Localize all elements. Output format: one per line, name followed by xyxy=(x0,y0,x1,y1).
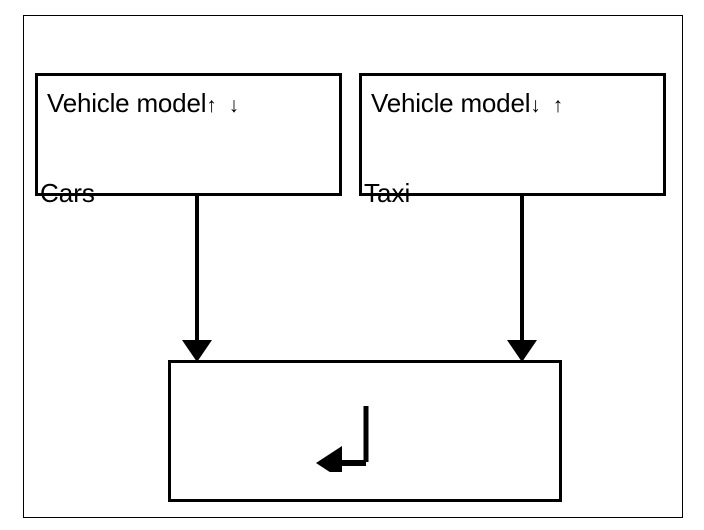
node-footer-label-taxi: Taxi xyxy=(364,178,411,208)
edge-arrow-cars-to-merge xyxy=(182,194,212,362)
node-footer-label-cars: Cars xyxy=(40,178,95,208)
outer-frame xyxy=(23,15,683,518)
node-box-taxi[interactable]: Vehicle model↓ ↑ xyxy=(359,73,666,196)
node-title-cars: Vehicle model↑ ↓ xyxy=(47,88,242,121)
node-direction-arrows-taxi: ↓ ↑ xyxy=(530,94,567,117)
node-title-cars-text: Vehicle model xyxy=(47,88,207,118)
return-arrow-icon xyxy=(316,406,369,472)
node-title-taxi: Vehicle model↓ ↑ xyxy=(371,88,566,121)
node-title-taxi-text: Vehicle model xyxy=(371,88,531,118)
edge-arrow-taxi-to-merge xyxy=(507,194,537,362)
node-box-cars[interactable]: Vehicle model↑ ↓ xyxy=(35,73,342,196)
node-direction-arrows-cars: ↑ ↓ xyxy=(206,94,243,117)
